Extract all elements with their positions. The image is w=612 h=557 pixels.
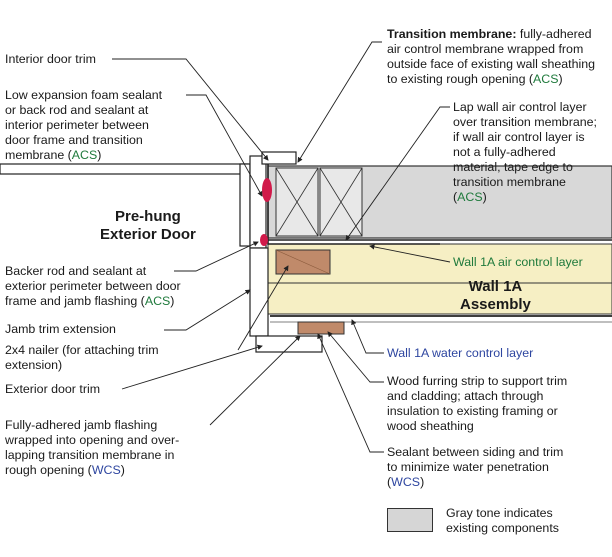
text-line: (ACS) [453, 190, 487, 204]
text-line: if wall air control layer is [453, 130, 585, 144]
text-line: extension) [5, 358, 63, 372]
text-exterior-trim: Exterior door trim [5, 382, 101, 396]
text-line: over transition membrane; [453, 115, 597, 129]
text-line: (WCS) [387, 475, 425, 489]
label-foam-sealant: Low expansion foam sealant or back rod a… [5, 88, 162, 163]
text-line: wrapped into opening and over- [5, 433, 180, 447]
text-line: rough opening (WCS) [5, 463, 125, 477]
label-lap-wall: Lap wall air control layer over transiti… [453, 100, 597, 205]
door-frame [0, 151, 323, 353]
text-line: Pre-hung [115, 208, 181, 225]
text-line: frame and jamb flashing (ACS) [5, 294, 175, 308]
door-title: Pre-hung Exterior Door [100, 208, 196, 244]
text-line: Backer rod and sealant at [5, 264, 147, 278]
label-jamb-flashing: Fully-adhered jamb flashing wrapped into… [5, 418, 179, 478]
label-transition-membrane: Transition membrane: fully-adhered air c… [387, 27, 595, 87]
text-line: Gray tone indicates [446, 506, 553, 520]
text-jamb-trim: Jamb trim extension [5, 322, 116, 336]
label-sealant-siding: Sealant between siding and trim to minim… [387, 445, 563, 490]
furring-strip [297, 321, 345, 335]
text-line: Exterior Door [100, 226, 196, 243]
text-interior-door-trim: Interior door trim [5, 52, 96, 66]
text-line: Assembly [460, 296, 531, 313]
text-line: door frame and transition [5, 133, 143, 147]
text-line: membrane (ACS) [5, 148, 102, 162]
text-line: to minimize water penetration [387, 460, 549, 474]
text-line: 2x4 nailer (for attaching trim [5, 343, 159, 357]
sealant-beads [260, 178, 272, 246]
text-line: Wood furring strip to support trim [387, 374, 568, 388]
text-line: interior perimeter between [5, 118, 149, 132]
text-line: outside face of existing wall sheathing [387, 57, 596, 71]
label-nailer: 2x4 nailer (for attaching trim extension… [5, 343, 159, 373]
text-line: exterior perimeter between door [5, 279, 181, 293]
text-line: insulation to existing framing or [387, 404, 558, 418]
text-wall-air: Wall 1A air control layer [453, 255, 583, 269]
legend-text: Gray tone indicates existing components [446, 506, 559, 536]
label-backer-rod: Backer rod and sealant at exterior perim… [5, 264, 181, 309]
label-jamb-trim-extension: Jamb trim extension [5, 322, 116, 337]
text-line: not a fully-adhered [453, 145, 556, 159]
legend-gray-swatch [387, 508, 433, 532]
label-wall-water-control: Wall 1A water control layer [387, 346, 533, 361]
text-line: or back rod and sealant at [5, 103, 149, 117]
text-line: existing components [446, 521, 559, 535]
text-line: wood sheathing [387, 419, 474, 433]
label-wood-furring: Wood furring strip to support trim and c… [387, 374, 567, 434]
existing-stud [275, 167, 363, 237]
text-line: Lap wall air control layer [453, 100, 587, 114]
text-line: transition membrane [453, 175, 566, 189]
text-line: Transition membrane: fully-adhered [387, 27, 592, 41]
text-line: lapping transition membrane in [5, 448, 175, 462]
text-line: air control membrane wrapped from [387, 42, 584, 56]
text-line: material, tape edge to [453, 160, 573, 174]
text-line: and cladding; attach through [387, 389, 544, 403]
label-wall-air-control: Wall 1A air control layer [453, 255, 583, 270]
label-exterior-door-trim: Exterior door trim [5, 382, 100, 397]
text-line: Sealant between siding and trim [387, 445, 564, 459]
text-wall-water: Wall 1A water control layer [387, 346, 534, 360]
text-line: Wall 1A [468, 278, 523, 295]
text-line: to existing rough opening (ACS) [387, 72, 563, 86]
label-interior-door-trim: Interior door trim [5, 52, 96, 67]
text-line: Fully-adhered jamb flashing [5, 418, 158, 432]
text-line: Low expansion foam sealant [5, 88, 163, 102]
wall-title: Wall 1A Assembly [460, 278, 531, 314]
